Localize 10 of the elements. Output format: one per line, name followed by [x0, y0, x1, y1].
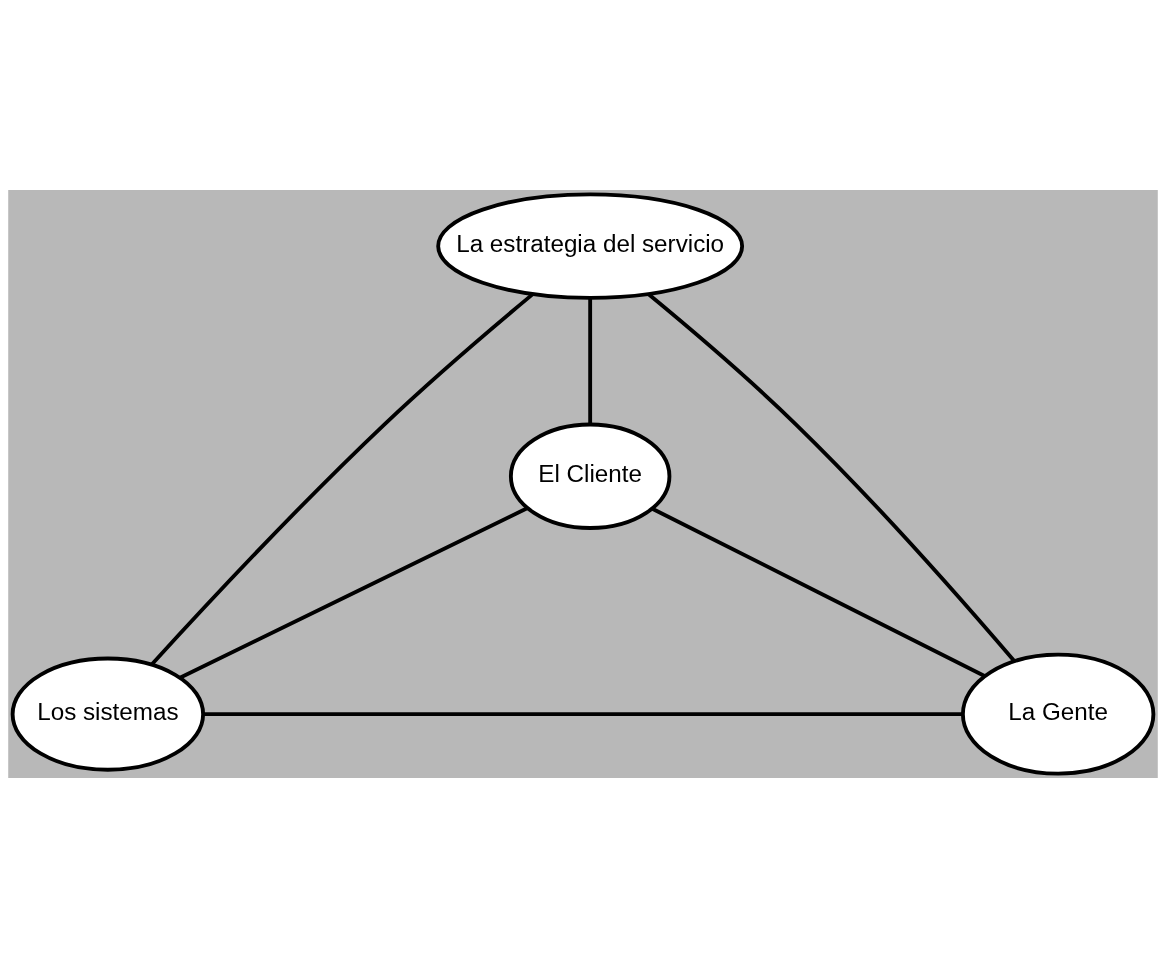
connector	[203, 712, 963, 717]
connector	[647, 292, 1016, 663]
node-ellipse: El Cliente	[508, 422, 672, 530]
connector	[150, 292, 534, 666]
connector	[651, 506, 986, 678]
connector	[179, 506, 528, 680]
node-ellipse: La estrategia del servicio	[436, 192, 745, 300]
node-ellipse: Los sistemas	[10, 656, 206, 772]
node-ellipse: La Gente	[960, 652, 1156, 776]
connector	[588, 298, 593, 425]
